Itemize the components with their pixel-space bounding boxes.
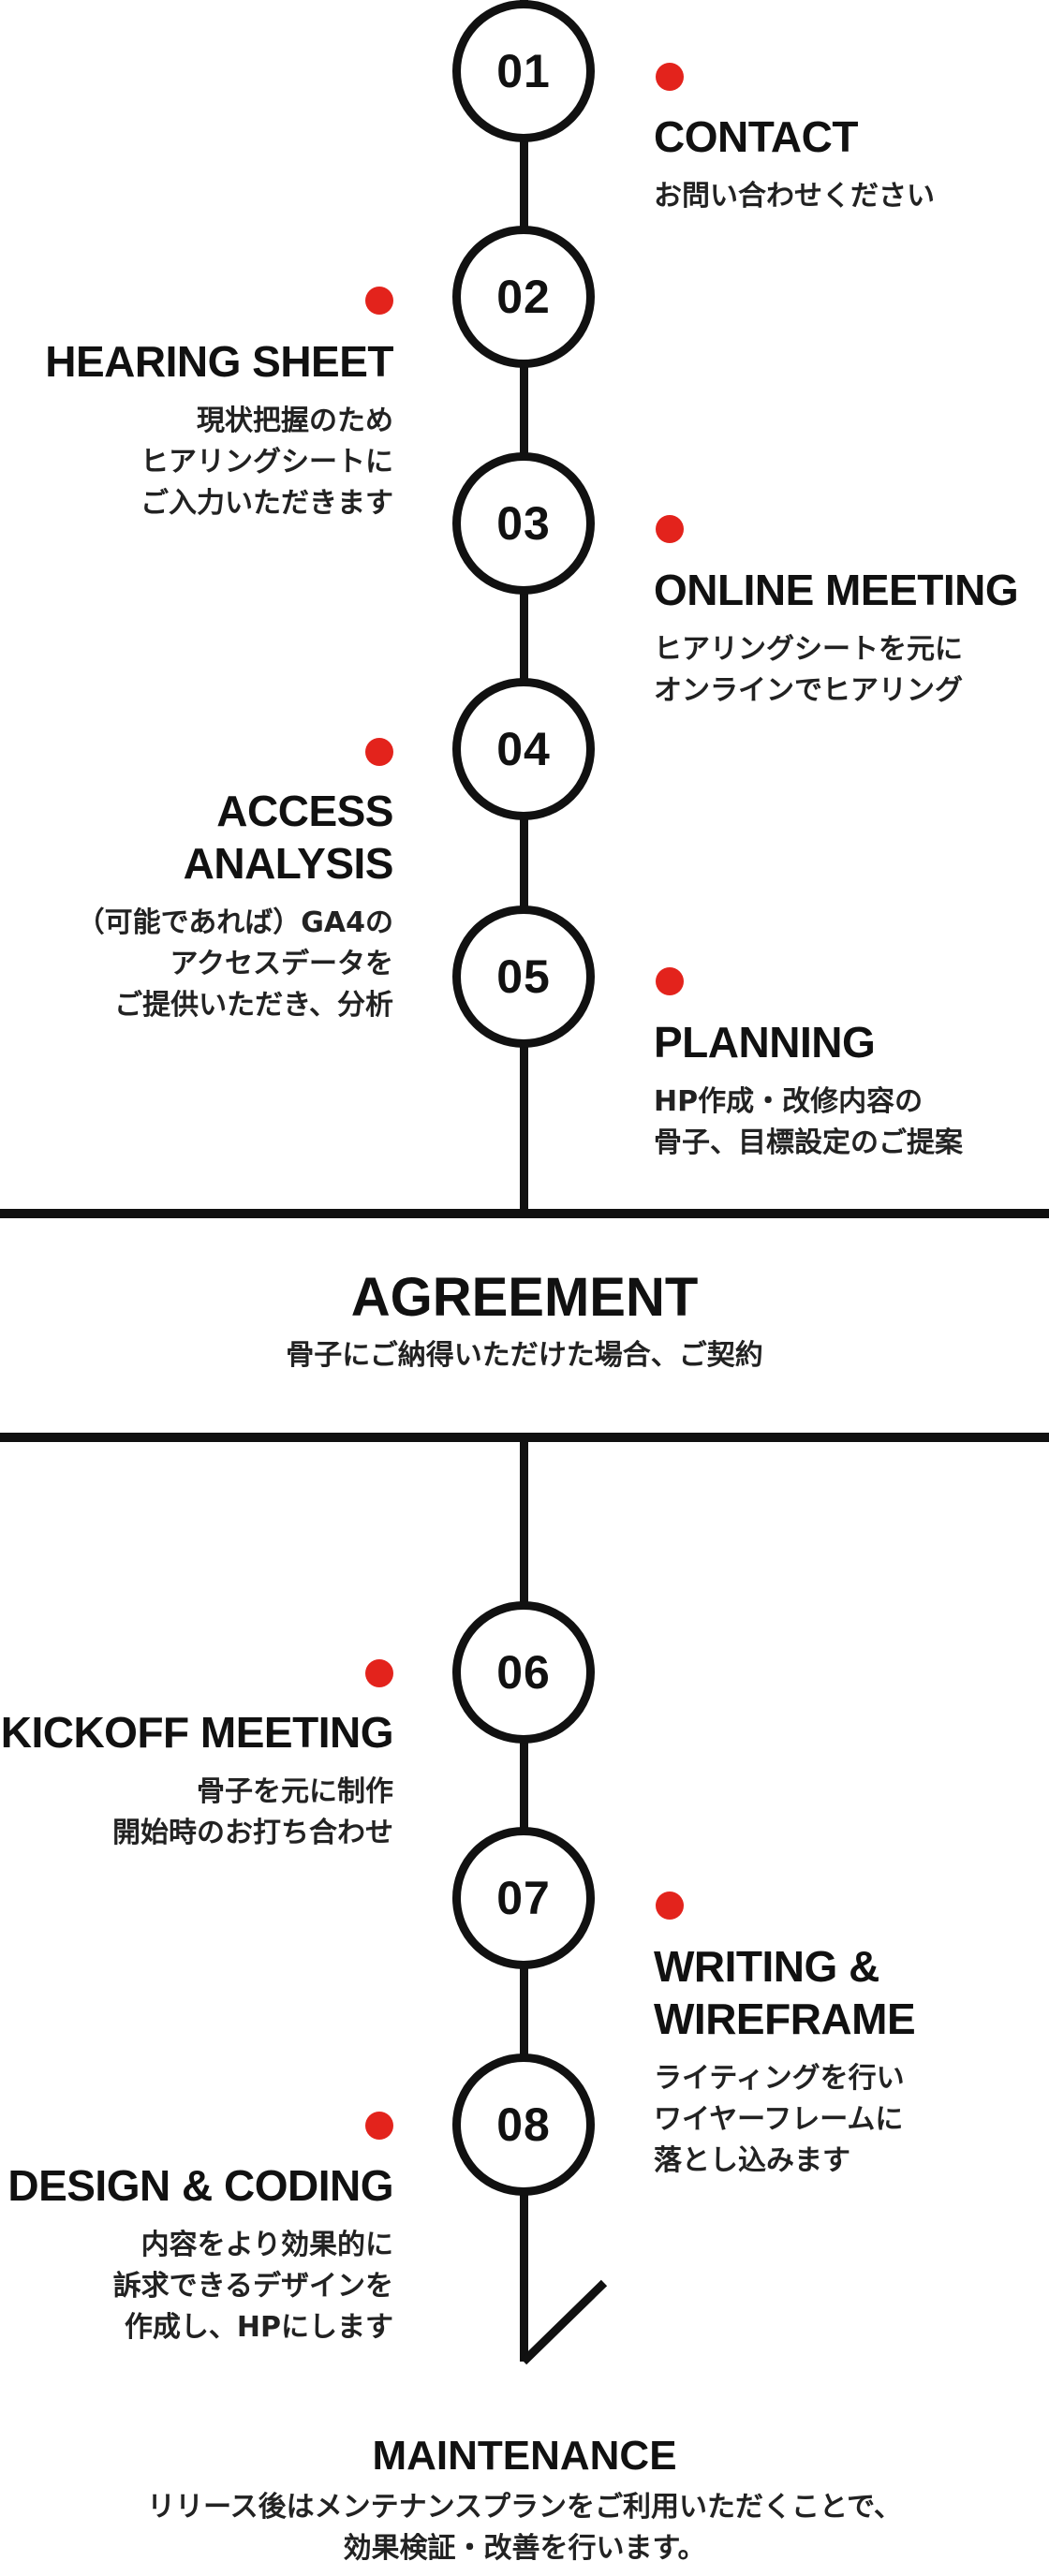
step-03-circle: 03: [452, 452, 595, 595]
step-02-dot: [365, 287, 393, 315]
step-08-number: 08: [496, 2098, 551, 2151]
step-06: KICKOFF MEETING 骨子を元に制作 開始時のお打ち合わせ: [0, 1706, 394, 1854]
step-02-description: 現状把握のため ヒアリングシートに ご入力いただきます: [140, 405, 393, 520]
step-04-title: ACCESS ANALYSIS: [183, 787, 394, 888]
agreement-description: 骨子にご納得いただけた場合、ご契約: [286, 1339, 763, 1372]
step-07-dot: [656, 1892, 684, 1920]
step-06-circle: 06: [452, 1601, 595, 1744]
step-03-description: ヒアリングシートを元に オンラインでヒアリング: [654, 633, 963, 707]
step-05-circle: 05: [452, 905, 595, 1048]
step-01: CONTACT お問い合わせください: [654, 110, 1049, 217]
step-05-title: PLANNING: [654, 1018, 876, 1067]
step-06-description: 骨子を元に制作 開始時のお打ち合わせ: [112, 1775, 393, 1849]
step-03-dot: [656, 515, 684, 543]
step-03-title: ONLINE MEETING: [654, 566, 1019, 614]
step-01-circle: 01: [452, 0, 595, 142]
step-04-circle: 04: [452, 678, 595, 820]
step-08-circle: 08: [452, 2053, 595, 2196]
agreement-title: AGREEMENT: [350, 1267, 699, 1328]
step-04-dot: [365, 738, 393, 766]
step-07-circle: 07: [452, 1827, 595, 1969]
divider-top: [0, 1209, 1049, 1218]
step-08: DESIGN & CODING 内容をより効果的に 訴求できるデザインを 作成し…: [0, 2159, 393, 2348]
step-08-title: DESIGN & CODING: [7, 2161, 393, 2210]
step-04-description: （可能であれば）GA4の アクセスデータを ご提供いただき、分析: [76, 906, 393, 1022]
step-02-number: 02: [496, 271, 551, 323]
step-01-title: CONTACT: [654, 112, 858, 161]
step-02-title: HEARING SHEET: [45, 337, 393, 386]
step-03-number: 03: [496, 497, 551, 550]
step-02: HEARING SHEET 現状把握のため ヒアリングシートに ご入力いただきま…: [0, 335, 393, 524]
step-06-dot: [365, 1659, 393, 1687]
step-05-number: 05: [496, 950, 551, 1003]
timeline-end-mark: [520, 2279, 608, 2365]
step-03: ONLINE MEETING ヒアリングシートを元に オンラインでヒアリング: [654, 564, 1049, 712]
maintenance-title: MAINTENANCE: [372, 2433, 677, 2479]
step-05-dot: [656, 967, 684, 995]
step-06-title: KICKOFF MEETING: [0, 1708, 394, 1757]
step-07: WRITING & WIREFRAME ライティングを行い ワイヤーフレームに …: [654, 1940, 1049, 2182]
step-07-title: WRITING & WIREFRAME: [654, 1942, 916, 2043]
maintenance-description: リリース後はメンテナンスプランをご利用いただくことで、 効果検証・改善を行います…: [147, 2491, 902, 2565]
agreement-section: AGREEMENT 骨子にご納得いただけた場合、ご契約: [0, 1266, 1049, 1376]
step-07-number: 07: [496, 1872, 551, 1924]
step-05-description: HP作成・改修内容の 骨子、目標設定のご提案: [654, 1085, 963, 1159]
step-01-description: お問い合わせください: [654, 180, 935, 213]
step-01-dot: [656, 63, 684, 91]
maintenance-section: MAINTENANCE リリース後はメンテナンスプランをご利用いただくことで、 …: [0, 2431, 1049, 2569]
step-01-number: 01: [496, 45, 551, 97]
step-08-dot: [365, 2112, 393, 2140]
step-05: PLANNING HP作成・改修内容の 骨子、目標設定のご提案: [654, 1016, 1049, 1164]
step-08-description: 内容をより効果的に 訴求できるデザインを 作成し、HPにします: [112, 2229, 393, 2344]
step-04: ACCESS ANALYSIS （可能であれば）GA4の アクセスデータを ご提…: [0, 785, 394, 1026]
step-02-circle: 02: [452, 226, 595, 368]
step-06-number: 06: [496, 1646, 551, 1699]
step-07-description: ライティングを行い ワイヤーフレームに 落とし込みます: [654, 2062, 905, 2177]
step-04-number: 04: [496, 723, 551, 775]
timeline-line-upper: [520, 0, 528, 1214]
